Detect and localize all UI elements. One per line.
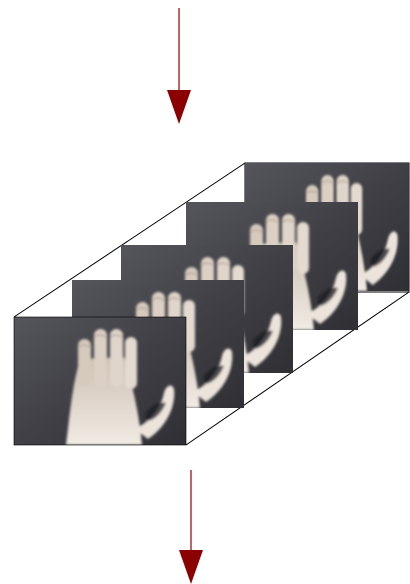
- input-arrow: [167, 8, 191, 124]
- video-frame-1: [14, 317, 186, 445]
- output-arrow: [179, 470, 203, 584]
